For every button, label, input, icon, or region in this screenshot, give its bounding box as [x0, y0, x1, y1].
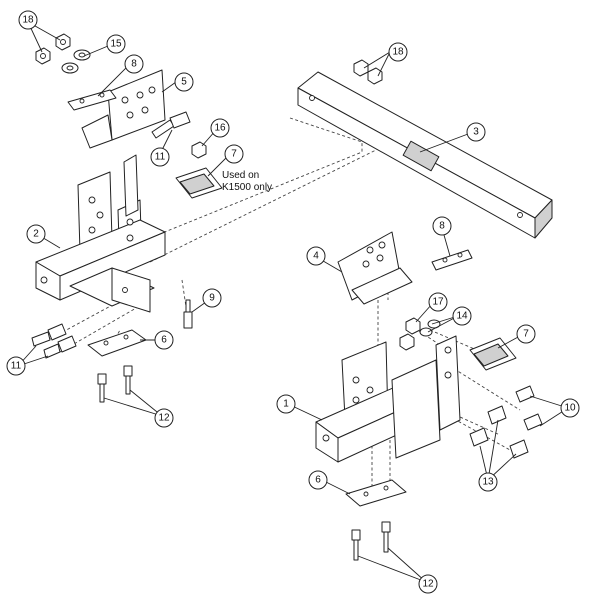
callout-17: 17 [428, 292, 448, 312]
callout-number: 9 [209, 293, 215, 304]
crossbar-part-3 [297, 71, 553, 239]
washer-part-15 [61, 49, 91, 74]
callout-number: 16 [214, 123, 226, 134]
callout-number: 1 [283, 399, 289, 410]
callout-number: 11 [155, 152, 166, 163]
callout-number: 8 [131, 59, 137, 70]
bolt-part-11-top [151, 111, 191, 139]
callout-7-right: 7 [516, 324, 536, 344]
bolt-part-12-left [97, 365, 133, 403]
callout-number: 6 [315, 475, 321, 486]
bolt-part-10 [515, 385, 543, 431]
callout-1: 1 [276, 394, 296, 414]
callout-8-left: 8 [124, 54, 144, 74]
plate-part-6-right [345, 479, 407, 507]
nut-part-17 [399, 317, 421, 351]
callout-12-left: 12 [154, 408, 174, 428]
callout-16: 16 [210, 118, 230, 138]
callout-number: 10 [564, 403, 576, 414]
bracket-part-4 [337, 231, 413, 305]
callout-number: 18 [392, 47, 404, 58]
callout-number: 18 [22, 15, 34, 26]
nut-part-18-left [35, 33, 71, 65]
callout-number: 3 [473, 127, 479, 138]
callout-10: 10 [560, 398, 580, 418]
k1500-note: Used on K1500 only [222, 170, 272, 193]
callout-7-top: 7 [224, 144, 244, 164]
callout-18-right: 18 [388, 42, 408, 62]
callout-2: 2 [26, 224, 46, 244]
callout-number: 7 [523, 329, 529, 340]
mount-part-2 [35, 154, 166, 313]
bolt-part-13 [469, 405, 529, 459]
callout-13: 13 [478, 472, 498, 492]
plate-part-8-left [67, 89, 117, 111]
bolt-part-9 [183, 299, 193, 329]
bolt-part-12-right [351, 521, 391, 561]
callout-8-right: 8 [432, 216, 452, 236]
callout-4: 4 [306, 246, 326, 266]
callout-6-right: 6 [308, 470, 328, 490]
callout-15: 15 [106, 34, 126, 54]
nut-part-18-right [353, 59, 383, 85]
callout-number: 17 [432, 297, 444, 308]
callout-11-left: 11 [6, 356, 26, 376]
mount-part-1 [315, 335, 461, 463]
note-line-2: K1500 only [222, 182, 272, 193]
bracket-part-5 [81, 69, 166, 149]
callout-6-left: 6 [154, 330, 174, 350]
callout-14: 14 [452, 306, 472, 326]
callout-number: 13 [482, 477, 494, 488]
callout-number: 4 [313, 251, 319, 262]
clip-part-7-right [469, 337, 517, 371]
callout-number: 5 [181, 77, 187, 88]
note-line-1: Used on [222, 170, 259, 181]
callout-9: 9 [202, 288, 222, 308]
callout-5: 5 [174, 72, 194, 92]
callout-number: 12 [158, 413, 170, 424]
callout-12-right: 12 [418, 574, 438, 594]
callout-3: 3 [466, 122, 486, 142]
clip-part-7-top [175, 167, 223, 199]
callout-number: 15 [110, 39, 122, 50]
bolt-part-11-left [31, 323, 77, 359]
callout-number: 12 [422, 579, 434, 590]
plate-part-8-right [431, 249, 473, 271]
callout-number: 8 [439, 221, 445, 232]
callout-leader-lines [17, 21, 569, 583]
callout-number: 6 [161, 335, 167, 346]
callout-number: 2 [33, 229, 39, 240]
callout-number: 11 [11, 361, 22, 372]
callout-number: 7 [231, 149, 237, 160]
callout-11-top: 11 [150, 147, 170, 167]
callout-number: 14 [456, 311, 468, 322]
plate-part-6-left [87, 329, 147, 357]
callout-18-topleft: 18 [18, 10, 38, 30]
